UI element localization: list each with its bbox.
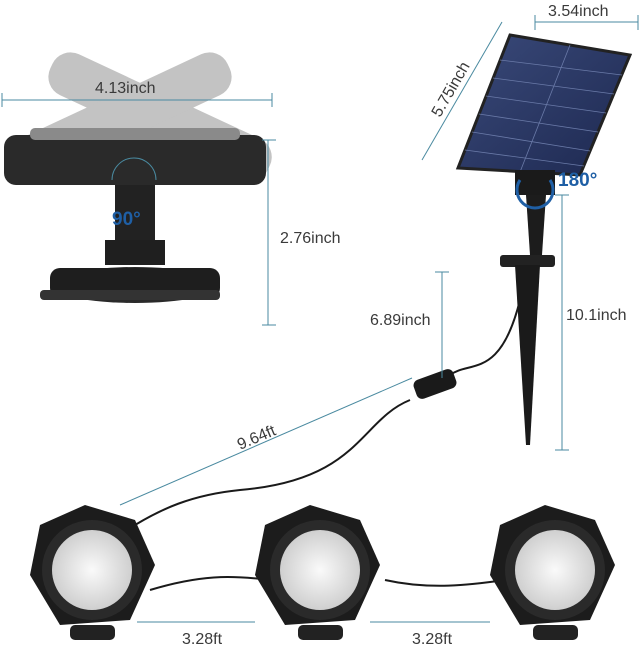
spotlight-2 <box>255 505 380 640</box>
spotlight-1 <box>30 505 155 640</box>
spotlight-3 <box>490 505 615 640</box>
cable-length-label: 9.64ft <box>235 422 279 454</box>
stake-height-label: 10.1inch <box>566 307 627 324</box>
lamp-width-label: 4.13inch <box>95 80 156 97</box>
solar-panel <box>455 33 633 445</box>
panel-rotation-label: 180° <box>558 170 597 191</box>
connector-height-label: 6.89inch <box>370 312 431 329</box>
panel-height-label: 5.75inch <box>429 59 474 120</box>
spacing-right-label: 3.28ft <box>412 631 453 648</box>
spacing-left-label: 3.28ft <box>182 631 223 648</box>
dimension-lines <box>1 15 639 623</box>
lamp-height-label: 2.76inch <box>280 230 341 247</box>
spotlight-lamp-head <box>4 128 266 303</box>
lamp-rotation-label: 90° <box>112 209 141 230</box>
panel-width-label: 3.54inch <box>548 3 609 20</box>
cables <box>134 299 521 591</box>
